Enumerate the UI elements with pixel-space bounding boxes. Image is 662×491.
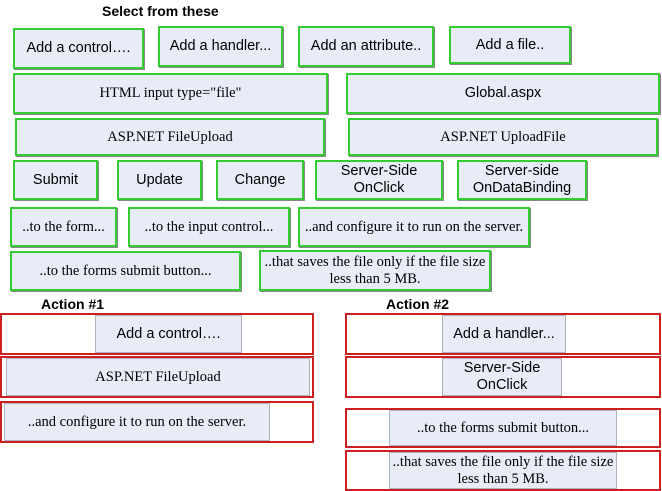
action-2-slot-1[interactable]: Add a handler... <box>345 313 661 355</box>
action-1-item-3[interactable]: ..and configure it to run on the server. <box>4 403 270 441</box>
option-add-attribute[interactable]: Add an attribute.. <box>298 26 434 67</box>
option-add-file[interactable]: Add a file.. <box>449 26 571 64</box>
action-2-item-2[interactable]: Server-Side OnClick <box>442 358 562 396</box>
action-2-heading: Action #2 <box>386 296 450 312</box>
option-aspnet-fileupload[interactable]: ASP.NET FileUpload <box>15 118 325 156</box>
action-2-item-3[interactable]: ..to the forms submit button... <box>389 410 617 446</box>
select-from-these-heading: Select from these <box>102 3 219 19</box>
action-2-slot-4[interactable]: ..that saves the file only if the file s… <box>345 450 661 491</box>
option-server-side-ondatabinding[interactable]: Server-side OnDataBinding <box>457 160 587 200</box>
action-1-item-2[interactable]: ASP.NET FileUpload <box>6 358 310 396</box>
action-1-slot-2[interactable]: ASP.NET FileUpload <box>0 356 314 398</box>
option-html-input-file[interactable]: HTML input type="file" <box>13 73 328 114</box>
option-add-control[interactable]: Add a control…. <box>13 28 144 69</box>
option-to-forms-submit-button[interactable]: ..to the forms submit button... <box>10 251 241 291</box>
action-1-slot-1[interactable]: Add a control…. <box>0 313 314 355</box>
option-submit[interactable]: Submit <box>13 160 98 200</box>
option-aspnet-uploadfile[interactable]: ASP.NET UploadFile <box>348 118 658 156</box>
action-1-item-1[interactable]: Add a control…. <box>95 315 242 353</box>
option-update[interactable]: Update <box>117 160 202 200</box>
action-2-item-4[interactable]: ..that saves the file only if the file s… <box>389 452 617 489</box>
action-1-heading: Action #1 <box>41 296 105 312</box>
option-to-the-form[interactable]: ..to the form... <box>10 207 117 247</box>
option-global-aspx[interactable]: Global.aspx <box>346 73 660 114</box>
option-to-input-control[interactable]: ..to the input control... <box>128 207 290 247</box>
option-add-handler[interactable]: Add a handler... <box>158 26 283 67</box>
option-server-side-onclick[interactable]: Server-Side OnClick <box>315 160 443 200</box>
action-2-slot-2[interactable]: Server-Side OnClick <box>345 356 661 398</box>
action-2-item-1[interactable]: Add a handler... <box>442 315 566 353</box>
option-saves-file-under-5mb[interactable]: ..that saves the file only if the file s… <box>259 250 491 291</box>
option-configure-run-on-server[interactable]: ..and configure it to run on the server. <box>298 207 530 247</box>
action-1-slot-3[interactable]: ..and configure it to run on the server. <box>0 401 314 443</box>
action-2-slot-3[interactable]: ..to the forms submit button... <box>345 408 661 448</box>
option-change[interactable]: Change <box>216 160 304 200</box>
